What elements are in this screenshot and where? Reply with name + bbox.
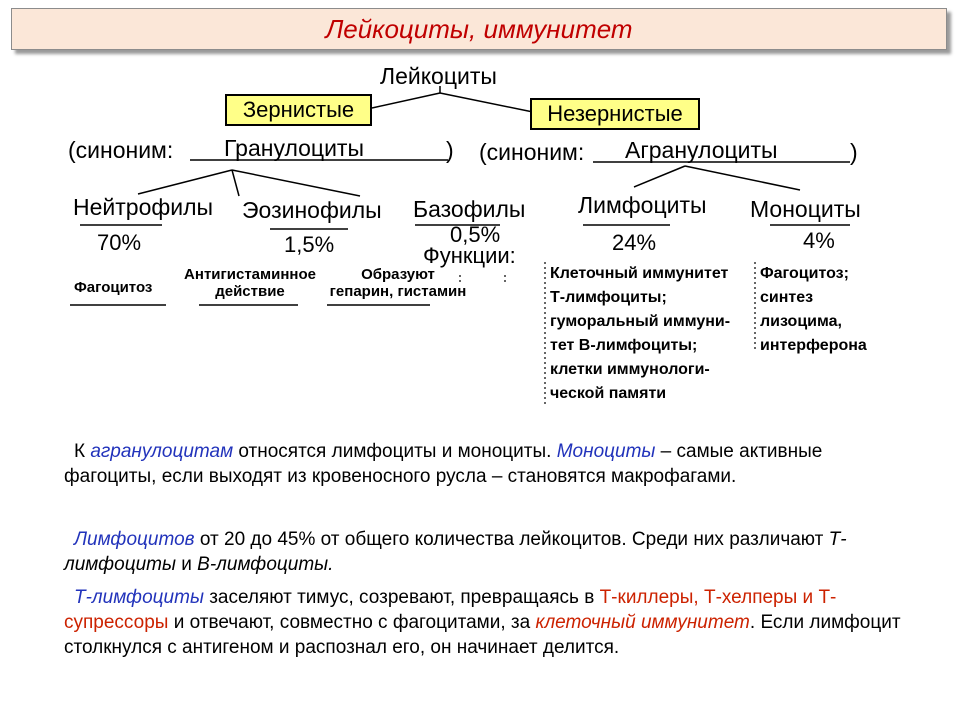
slide-title-bar: Лейкоциты, иммунитет bbox=[11, 8, 947, 50]
p1-agranulocytes-term: агранулоцитам bbox=[90, 441, 234, 462]
p2-lymphocytes-term: Лимфоцитов bbox=[74, 529, 195, 550]
cell-name-eosinophils: Эозинофилы bbox=[242, 197, 382, 223]
p1-a: К bbox=[74, 441, 91, 462]
percent-neutrophils: 70% bbox=[97, 230, 142, 255]
cell-name-neutrophils: Нейтрофилы bbox=[73, 194, 214, 220]
percent-eosinophils: 1,5% bbox=[284, 232, 335, 257]
p1-c: относятся лимфоциты и моноциты. bbox=[233, 441, 557, 462]
p3-t-lymphocytes-term: Т-лимфоциты bbox=[74, 587, 204, 608]
function-basophils-line2: гепарин, гистамин bbox=[329, 282, 467, 300]
function-monocytes-line: Фагоцитоз; bbox=[760, 265, 849, 282]
p2-t-lymphocytes: Т-лимфоциты bbox=[64, 529, 847, 575]
function-basophils: Образуют гепарин, гистамин bbox=[310, 266, 486, 301]
cell-name-lymphocytes: Лимфоциты bbox=[578, 192, 707, 218]
function-lymphocytes-line: ческой памяти bbox=[550, 385, 667, 402]
granular-synonym-suffix: ) bbox=[446, 137, 454, 163]
paragraph-t-lymphocytes: Т-лимфоциты заселяют тимус, созревают, п… bbox=[64, 585, 914, 660]
granulocytes-label: Гранулоциты bbox=[224, 135, 364, 161]
granular-synonym-prefix: (синоним: bbox=[68, 137, 174, 163]
function-eosinophils-line2: действие bbox=[215, 282, 285, 300]
function-lymphocytes-line: Клеточный иммунитет bbox=[550, 265, 729, 282]
function-monocytes-line: интерферона bbox=[760, 337, 867, 354]
cell-name-monocytes: Моноциты bbox=[750, 196, 861, 222]
p3-cellular-immunity: клеточный иммунитет bbox=[535, 612, 750, 633]
cell-name-basophils: Базофилы bbox=[413, 196, 526, 222]
function-basophils-line1: Образуют bbox=[361, 266, 435, 283]
percent-basophils: 0,5% bbox=[450, 222, 501, 247]
function-monocytes-line: лизоцима, bbox=[760, 313, 842, 330]
p2-b-lymphocytes: В-лимфоциты. bbox=[197, 554, 334, 575]
functions-label: Функции: bbox=[423, 243, 516, 268]
paragraph-lymphocytes: Лимфоцитов от 20 до 45% от общего количе… bbox=[64, 527, 914, 577]
p2-b: от 20 до 45% от общего количества лейкоц… bbox=[194, 529, 829, 550]
function-eosinophils-line1: Антигистаминное bbox=[184, 266, 316, 283]
function-lymphocytes-line: Т-лимфоциты; bbox=[550, 289, 667, 306]
slide-title: Лейкоциты, иммунитет bbox=[325, 13, 633, 44]
function-lymphocytes: Клеточный иммунитет Т-лимфоциты; гуморал… bbox=[550, 262, 730, 406]
function-lymphocytes-line: гуморальный иммуни- bbox=[550, 313, 731, 330]
percent-monocytes: 4% bbox=[803, 228, 835, 253]
p1-e: – самые активные фагоциты, если выходят … bbox=[64, 441, 823, 487]
p3-t-cell-types: Т-киллеры, Т-хелперы и Т-супрессоры bbox=[64, 587, 837, 633]
function-monocytes-line: синтез bbox=[760, 289, 814, 306]
nongranular-synonym-suffix: ) bbox=[850, 139, 858, 165]
function-monocytes: Фагоцитоз; синтез лизоцима, интерферона bbox=[760, 262, 867, 358]
percent-lymphocytes: 24% bbox=[612, 230, 657, 255]
p2-d: и bbox=[176, 554, 198, 575]
p1-monocytes-term: Моноциты bbox=[556, 441, 656, 462]
p3-f: . Если лимфоцит столкнулся с антигеном и… bbox=[64, 612, 901, 658]
agranulocytes-label: Агранулоциты bbox=[625, 137, 778, 163]
nongranular-synonym-prefix: (синоним: bbox=[479, 139, 585, 165]
paragraph-agranulocytes: К агранулоцитам относятся лимфоциты и мо… bbox=[64, 439, 914, 489]
p3-b: заселяют тимус, созревают, превращаясь в bbox=[203, 587, 600, 608]
function-eosinophils: Антигистаминное действие bbox=[168, 266, 332, 301]
nongranular-box: Незернистые bbox=[530, 98, 700, 130]
granular-label: Зернистые bbox=[242, 97, 355, 122]
function-lymphocytes-line: тет В-лимфоциты; bbox=[550, 337, 698, 354]
granular-box: Зернистые bbox=[225, 94, 372, 126]
p3-d: и отвечают, совместно с фагоцитами, за bbox=[168, 612, 536, 633]
nongranular-label: Незернистые bbox=[547, 101, 683, 126]
function-neutrophils: Фагоцитоз bbox=[74, 279, 153, 296]
function-lymphocytes-line: клетки иммунологи- bbox=[550, 361, 710, 378]
root-leukocytes: Лейкоциты bbox=[380, 63, 497, 89]
